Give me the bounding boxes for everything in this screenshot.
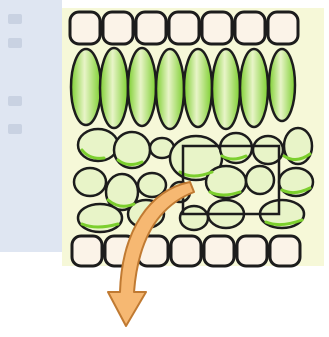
epidermis-cell [70, 12, 100, 44]
upper-epidermis [70, 12, 298, 44]
spongy-cell [74, 168, 106, 196]
epidermis-cell [270, 236, 300, 266]
palisade-cell [184, 49, 212, 127]
palisade-cell [100, 48, 128, 128]
palisade-cell [212, 49, 240, 129]
palisade-cell [156, 49, 184, 129]
epidermis-cell [72, 236, 102, 266]
epidermis-cell [235, 12, 265, 44]
epidermis-cell [204, 236, 234, 266]
lower-epidermis [72, 236, 300, 266]
epidermis-cell [202, 12, 232, 44]
palisade-cell [71, 49, 101, 125]
epidermis-cell [171, 236, 201, 266]
epidermis-cell [268, 12, 298, 44]
palisade-cell [269, 49, 295, 121]
spongy-cell [78, 129, 118, 161]
epidermis-cell [237, 236, 267, 266]
epidermis-cell [169, 12, 199, 44]
palisade-cell [240, 49, 268, 127]
palisade-cell [128, 48, 156, 126]
epidermis-cell [103, 12, 133, 44]
epidermis-cell [136, 12, 166, 44]
spongy-cell [246, 166, 274, 194]
